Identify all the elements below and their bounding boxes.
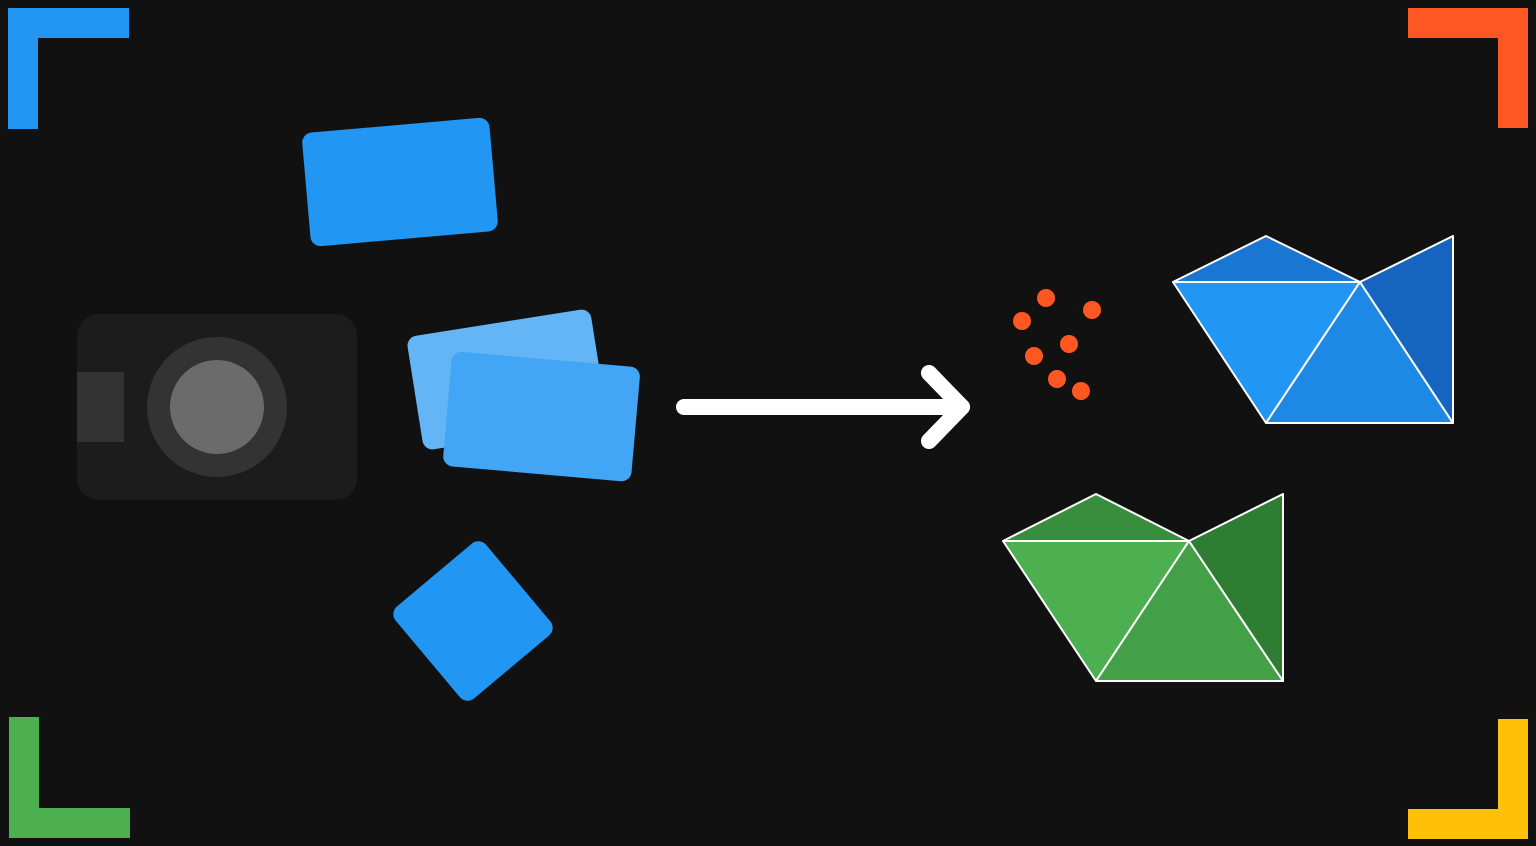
3d-mesh-icon <box>1002 493 1284 682</box>
point <box>1072 382 1090 400</box>
corner-bracket-top-right <box>1408 8 1528 128</box>
point <box>1013 312 1031 330</box>
3d-mesh-icon <box>1172 235 1454 424</box>
photo-card-icon <box>443 351 640 482</box>
mesh-face <box>1359 235 1454 424</box>
camera-icon <box>77 314 357 500</box>
point <box>1048 370 1066 388</box>
corner-bracket-bottom-right <box>1408 719 1528 839</box>
corner-bracket-top-left <box>8 8 129 129</box>
mesh-face <box>1002 493 1190 542</box>
point <box>1083 301 1101 319</box>
viewfinder-frame <box>8 8 1528 839</box>
camera-lens <box>170 360 264 454</box>
point <box>1037 289 1055 307</box>
point <box>1025 347 1043 365</box>
mesh-face <box>1188 493 1284 682</box>
point-cloud-icon <box>1013 289 1101 400</box>
point <box>1060 335 1078 353</box>
camera-grip <box>77 372 124 442</box>
arrow-right-icon <box>676 365 970 449</box>
photo-card-icon <box>302 117 498 247</box>
corner-bracket-bottom-left <box>9 717 130 838</box>
photo-card-icon <box>393 541 553 701</box>
mesh-face <box>1172 235 1361 283</box>
captured-photos <box>302 117 640 701</box>
arrow-head <box>921 365 970 449</box>
